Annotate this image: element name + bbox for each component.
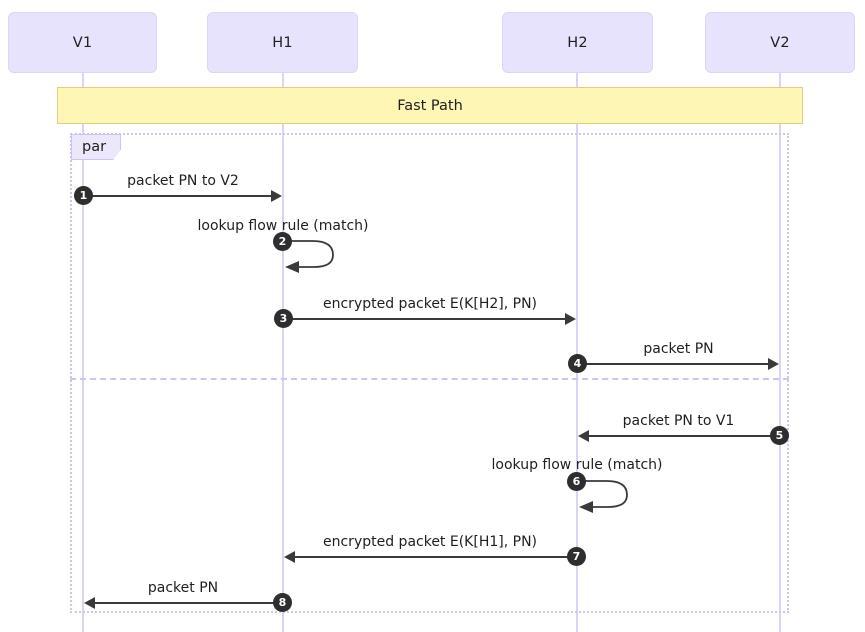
message-7-seq-badge: 7 — [567, 547, 586, 566]
par-fragment-divider — [70, 378, 789, 380]
fast-path-banner: Fast Path — [57, 87, 803, 124]
message-7-label: encrypted packet E(K[H1], PN) — [323, 534, 537, 550]
message-7-line — [295, 556, 577, 558]
message-7-arrowhead-icon — [284, 551, 295, 563]
message-6-seq-badge: 6 — [567, 472, 586, 491]
message-4-line — [577, 363, 768, 365]
message-5-line — [589, 435, 780, 437]
par-fragment-label: par — [71, 134, 122, 161]
fast-path-banner-label: Fast Path — [397, 97, 463, 114]
message-3-line — [283, 318, 565, 320]
message-6-label: lookup flow rule (match) — [491, 457, 663, 473]
participant-h2[interactable]: H2 — [502, 12, 653, 73]
message-2-self-loop-icon — [284, 240, 334, 273]
lifeline-h2 — [576, 73, 578, 632]
message-2-label: lookup flow rule (match) — [197, 218, 369, 234]
participant-v2[interactable]: V2 — [705, 12, 855, 73]
participant-h1-label: H1 — [272, 34, 293, 51]
message-3-arrowhead-icon — [565, 313, 576, 325]
message-5-seq-badge: 5 — [770, 426, 789, 445]
lifeline-v1 — [82, 73, 84, 632]
lifeline-h1 — [282, 73, 284, 632]
message-5-label: packet PN to V1 — [622, 413, 735, 429]
message-8-arrowhead-icon — [84, 597, 95, 609]
participant-v1[interactable]: V1 — [8, 12, 157, 73]
message-6-self-loop-icon — [578, 480, 628, 513]
message-8-seq-badge: 8 — [273, 593, 292, 612]
message-4-seq-badge: 4 — [568, 354, 587, 373]
lifeline-v2 — [779, 73, 781, 632]
message-3-seq-badge: 3 — [274, 309, 293, 328]
message-3-label: encrypted packet E(K[H2], PN) — [323, 296, 537, 312]
participant-v1-label: V1 — [72, 34, 93, 51]
participant-h2-label: H2 — [567, 34, 588, 51]
message-5-arrowhead-icon — [578, 430, 589, 442]
message-1-seq-badge: 1 — [74, 186, 93, 205]
message-1-label: packet PN to V2 — [127, 173, 239, 189]
par-fragment — [70, 133, 789, 613]
message-1-line — [83, 195, 271, 197]
message-1-arrowhead-icon — [271, 190, 282, 202]
message-4-label: packet PN — [643, 341, 714, 357]
participant-h1[interactable]: H1 — [207, 12, 358, 73]
participant-v2-label: V2 — [770, 34, 790, 51]
message-2-seq-badge: 2 — [273, 232, 292, 251]
par-fragment-label-text: par — [82, 139, 107, 155]
message-8-line — [95, 602, 283, 604]
message-4-arrowhead-icon — [768, 358, 779, 370]
message-8-label: packet PN — [147, 580, 219, 596]
